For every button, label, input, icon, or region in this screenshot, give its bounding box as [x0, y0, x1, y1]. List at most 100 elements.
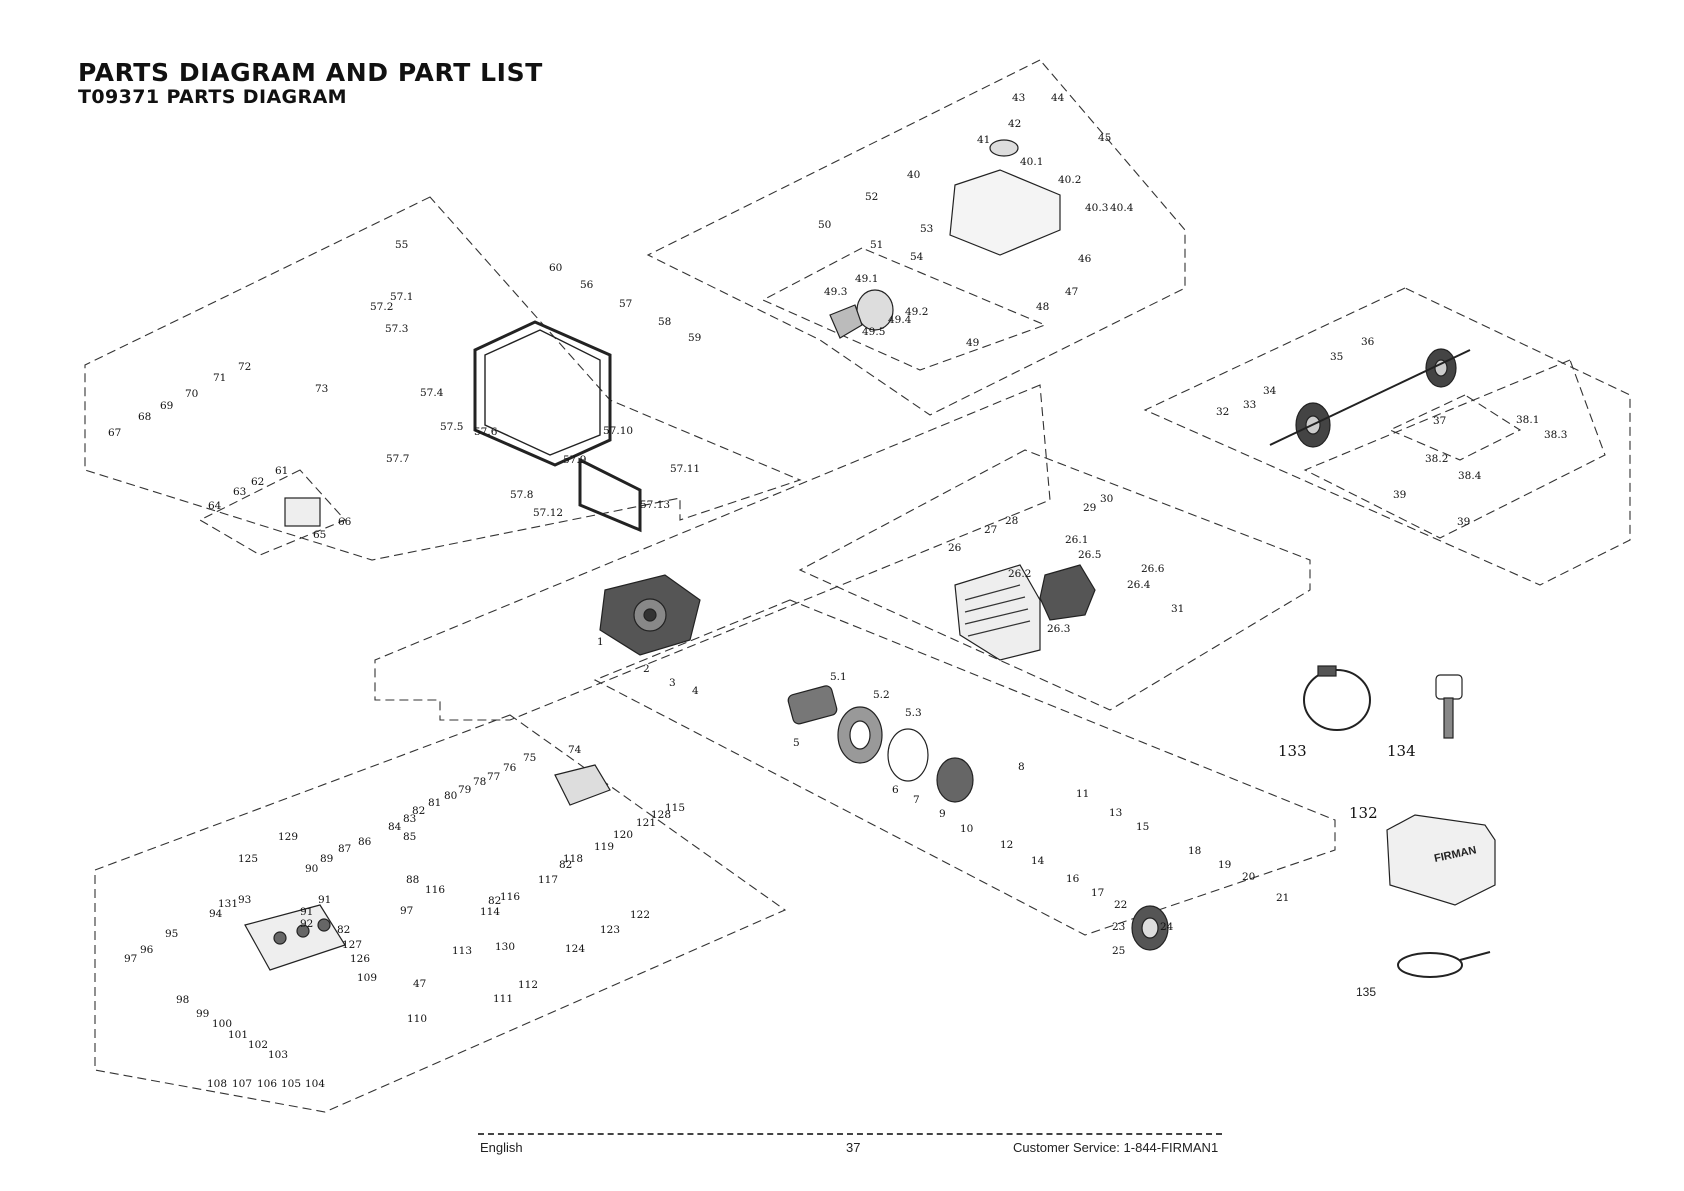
callout-43: 43 — [1012, 92, 1025, 104]
wheel-group-outline — [1143, 287, 1631, 586]
callout-128: 128 — [651, 809, 671, 821]
callout-88: 88 — [406, 874, 419, 886]
fuel-cap — [989, 139, 1019, 157]
callout-36: 36 — [1361, 336, 1375, 348]
callout-3: 3 — [669, 677, 676, 689]
callout-91: 91 — [318, 894, 331, 906]
callout-113: 113 — [452, 945, 472, 957]
callout-78: 78 — [473, 776, 486, 788]
callout-104: 104 — [305, 1078, 325, 1090]
callout-7: 7 — [913, 794, 920, 806]
callout-45: 45 — [1098, 132, 1111, 144]
callout-108: 108 — [207, 1078, 227, 1090]
callout-57-8: 57.8 — [510, 489, 533, 501]
callout-85: 85 — [403, 831, 416, 843]
callout-31: 31 — [1171, 603, 1184, 615]
alternator-rotor — [787, 685, 838, 725]
callout-26-1: 26.1 — [1065, 534, 1088, 546]
fuel-hose — [1397, 951, 1491, 978]
callout-51: 51 — [870, 239, 883, 251]
callout-38-4: 38.4 — [1458, 470, 1482, 482]
callout-57-4: 57.4 — [420, 387, 444, 399]
callout-1: 1 — [597, 636, 604, 648]
footer-divider — [478, 1133, 1222, 1135]
callout-134: 134 — [1387, 742, 1416, 760]
fan-cover — [954, 564, 1041, 661]
callout-62: 62 — [251, 476, 264, 488]
callout-116: 116 — [425, 884, 445, 896]
callout-24: 24 — [1160, 921, 1174, 933]
callout-126: 126 — [350, 953, 370, 965]
callout-110: 110 — [407, 1013, 427, 1025]
callout-40-4: 40.4 — [1110, 202, 1134, 214]
callout-69: 69 — [160, 400, 173, 412]
callout-82c: 82 — [488, 895, 501, 907]
end-cover — [936, 757, 974, 803]
callout-57-9: 57.9 — [563, 454, 586, 466]
callout-37: 37 — [1433, 415, 1446, 427]
callout-115: 115 — [665, 802, 685, 814]
callout-82: 82 — [412, 805, 425, 817]
callout-57-3: 57.3 — [385, 323, 408, 335]
callout-42: 42 — [1008, 118, 1021, 130]
callout-15: 15 — [1136, 821, 1149, 833]
callout-26-3: 26.3 — [1047, 623, 1070, 635]
callout-71: 71 — [213, 372, 226, 384]
callout-49-1: 49.1 — [855, 273, 878, 285]
callout-73: 73 — [315, 383, 328, 395]
callout-40-3: 40.3 — [1085, 202, 1108, 214]
callout-60: 60 — [549, 262, 562, 274]
callout-112: 112 — [518, 979, 538, 991]
callout-23: 23 — [1112, 921, 1125, 933]
callout-57-1: 57.1 — [390, 291, 413, 303]
callout-52: 52 — [865, 191, 878, 203]
callout-34: 34 — [1263, 385, 1277, 397]
callout-89: 89 — [320, 853, 333, 865]
callout-75: 75 — [523, 752, 536, 764]
wheel-subgroup-outline — [1388, 394, 1522, 461]
callout-135: 135 — [1356, 985, 1376, 999]
callout-21: 21 — [1276, 892, 1289, 904]
callout-16: 16 — [1066, 873, 1080, 885]
callout-41: 41 — [977, 134, 990, 146]
callout-82b: 82 — [559, 859, 572, 871]
callout-100: 100 — [212, 1018, 232, 1030]
callout-28: 28 — [1005, 515, 1018, 527]
callout-40-1: 40.1 — [1020, 156, 1043, 168]
callout-39: 39 — [1393, 489, 1406, 501]
callout-26-4: 26.4 — [1127, 579, 1151, 591]
callout-70: 70 — [185, 388, 198, 400]
callout-50: 50 — [818, 219, 831, 231]
callout-25: 25 — [1112, 945, 1125, 957]
callout-92: 92 — [300, 918, 313, 930]
callout-122: 122 — [630, 909, 650, 921]
callout-86: 86 — [358, 836, 372, 848]
callout-30: 30 — [1100, 493, 1113, 505]
callout-8: 8 — [1018, 761, 1025, 773]
callout-47b: 47 — [413, 978, 426, 990]
handle — [578, 457, 642, 533]
callout-66: 66 — [338, 516, 352, 528]
callout-4: 4 — [692, 685, 699, 697]
callout-90: 90 — [305, 863, 318, 875]
callout-83: 83 — [403, 813, 416, 825]
callout-130: 130 — [495, 941, 515, 953]
callout-14: 14 — [1031, 855, 1045, 867]
callout-82d: 82 — [337, 924, 350, 936]
air-filter-group-outline — [761, 247, 1047, 371]
callout-77: 77 — [487, 771, 500, 783]
callout-87: 87 — [338, 843, 351, 855]
callout-40-2: 40.2 — [1058, 174, 1081, 186]
callout-131: 131 — [218, 898, 238, 910]
callout-19: 19 — [1218, 859, 1231, 871]
muffler — [1039, 564, 1096, 621]
callout-80: 80 — [444, 790, 457, 802]
callout-121: 121 — [636, 817, 656, 829]
page-title: PARTS DIAGRAM AND PART LIST — [78, 58, 543, 87]
callout-labels: 1 2 3 4 5 5.1 5.2 5.3 6 7 8 9 10 11 12 1… — [108, 92, 1567, 1090]
frame-tube-inner — [484, 329, 601, 456]
callout-57-13: 57.13 — [640, 499, 670, 511]
callout-63: 63 — [233, 486, 246, 498]
battery — [284, 497, 321, 527]
